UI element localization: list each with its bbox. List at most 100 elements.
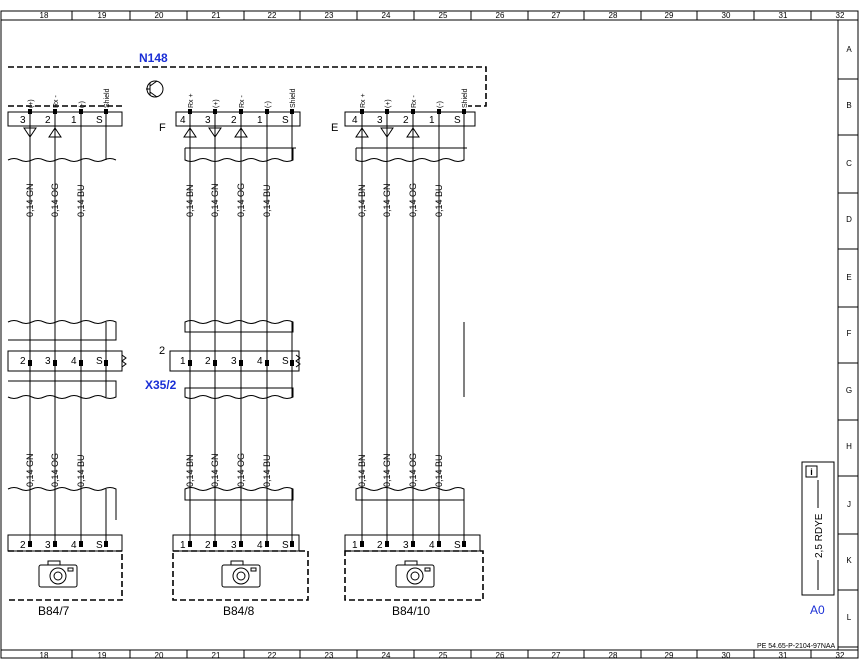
camera-viewfinder xyxy=(47,560,61,566)
pin-terminal xyxy=(79,541,83,547)
pin-number: 3 xyxy=(45,356,51,367)
shield-ground-symbol xyxy=(121,354,301,368)
wire-color-label: 0,14 GN xyxy=(210,453,220,487)
pin-number: 1 xyxy=(257,115,263,126)
pin-number: S xyxy=(96,115,103,126)
pin-terminal xyxy=(213,360,217,366)
pin-terminal xyxy=(53,541,57,547)
pin-terminal xyxy=(437,541,441,547)
wire-color-label: 0,14 OG xyxy=(408,183,418,217)
pin-terminal xyxy=(239,360,243,366)
column-label: 29 xyxy=(665,651,674,660)
wire-color-label: 0,14 OG xyxy=(50,183,60,217)
pin-number: 2 xyxy=(403,115,409,126)
connector-f-label: F xyxy=(159,122,166,134)
wire-color-label: 0,14 BN xyxy=(357,184,367,217)
row-label: F xyxy=(847,329,852,338)
pin-number: 3 xyxy=(231,540,237,551)
wire-color-label: 0,14 GN xyxy=(382,183,392,217)
a0-label: A0 xyxy=(810,603,825,617)
row-label: E xyxy=(846,273,851,282)
pin-number: 3 xyxy=(20,115,26,126)
wire-color-label: 0,14 GN xyxy=(210,183,220,217)
pin-function-label: Shield xyxy=(462,88,469,108)
column-label: 22 xyxy=(268,651,277,660)
pin-terminal xyxy=(213,109,217,114)
pin-terminal xyxy=(28,541,32,547)
column-label: 22 xyxy=(268,11,277,20)
camera-viewfinder xyxy=(230,560,244,566)
connector-left-top xyxy=(7,111,123,127)
wire-color-label: 0,14 BU xyxy=(434,454,444,487)
camera-flash xyxy=(250,567,257,572)
n148-label: N148 xyxy=(139,51,168,65)
column-label: 26 xyxy=(496,651,505,660)
pin-number: 1 xyxy=(71,115,77,126)
pin-number: 1 xyxy=(180,540,186,551)
pin-function-label: Shield xyxy=(290,88,297,108)
pin-function-label: (+) xyxy=(385,99,392,108)
pin-number: 3 xyxy=(45,540,51,551)
pin-number: 3 xyxy=(231,356,237,367)
connector-e xyxy=(344,111,476,127)
pin-function-label: Shield xyxy=(104,88,111,108)
connector-f xyxy=(175,111,301,127)
pin-terminal xyxy=(104,109,108,114)
column-label: 21 xyxy=(212,11,221,20)
pin-terminal xyxy=(385,541,389,547)
connector-e-label: E xyxy=(331,122,338,134)
column-label: 28 xyxy=(609,11,618,20)
row-label: L xyxy=(847,613,852,622)
camera-flash xyxy=(67,567,74,572)
column-label: 25 xyxy=(439,651,448,660)
wire-color-label: 0,14 BU xyxy=(434,184,444,217)
column-label: 18 xyxy=(40,651,49,660)
pin-terminal xyxy=(239,109,243,114)
harness-break xyxy=(184,487,294,501)
column-label: 24 xyxy=(382,651,391,660)
column-label: 32 xyxy=(836,11,845,20)
b84-10-sensor-outline xyxy=(344,550,484,601)
pin-terminal xyxy=(104,360,108,366)
column-label: 31 xyxy=(779,11,788,20)
wire-color-label: 0,14 BU xyxy=(76,184,86,217)
camera-viewfinder xyxy=(404,560,418,566)
pin-number: 2 xyxy=(45,115,51,126)
pin-number: 3 xyxy=(377,115,383,126)
pin-number: 4 xyxy=(180,115,186,126)
wire-color-label: 0,14 BN xyxy=(185,454,195,487)
pin-terminal xyxy=(290,541,294,547)
pin-terminal xyxy=(265,360,269,366)
pin-function-label: Rx - xyxy=(411,95,418,109)
pin-number: 1 xyxy=(180,356,186,367)
camera-icon xyxy=(221,560,261,588)
column-label: 19 xyxy=(98,651,107,660)
pin-number: 3 xyxy=(403,540,409,551)
wire-color-label: 0,14 BU xyxy=(76,454,86,487)
pin-terminal xyxy=(411,541,415,547)
column-label: 30 xyxy=(722,11,731,20)
wire-color-label: 0,14 GN xyxy=(382,453,392,487)
pin-terminal xyxy=(53,109,57,114)
pin-terminal xyxy=(265,541,269,547)
wire-label-rdye: 2,5 RDYE xyxy=(814,513,825,558)
column-label: 25 xyxy=(439,11,448,20)
pin-terminal xyxy=(360,541,364,547)
wire-color-label: 0,14 GN xyxy=(25,453,35,487)
b84-10-label: B84/10 xyxy=(392,604,430,618)
pin-terminal xyxy=(290,109,294,114)
row-label: C xyxy=(846,159,852,168)
wire-color-label: 0,14 BN xyxy=(185,184,195,217)
pin-terminal xyxy=(188,360,192,366)
pin-terminal xyxy=(385,109,389,114)
pin-terminal xyxy=(462,541,466,547)
column-label: 23 xyxy=(325,651,334,660)
x35-pin-group-label: 2 xyxy=(159,345,165,357)
pin-number: 2 xyxy=(231,115,237,126)
pin-terminal xyxy=(28,109,32,114)
pin-terminal xyxy=(104,541,108,547)
pin-number: S xyxy=(282,356,289,367)
wire-color-label: 0,14 OG xyxy=(50,453,60,487)
camera-lens xyxy=(49,567,67,585)
camera-lens xyxy=(232,567,250,585)
